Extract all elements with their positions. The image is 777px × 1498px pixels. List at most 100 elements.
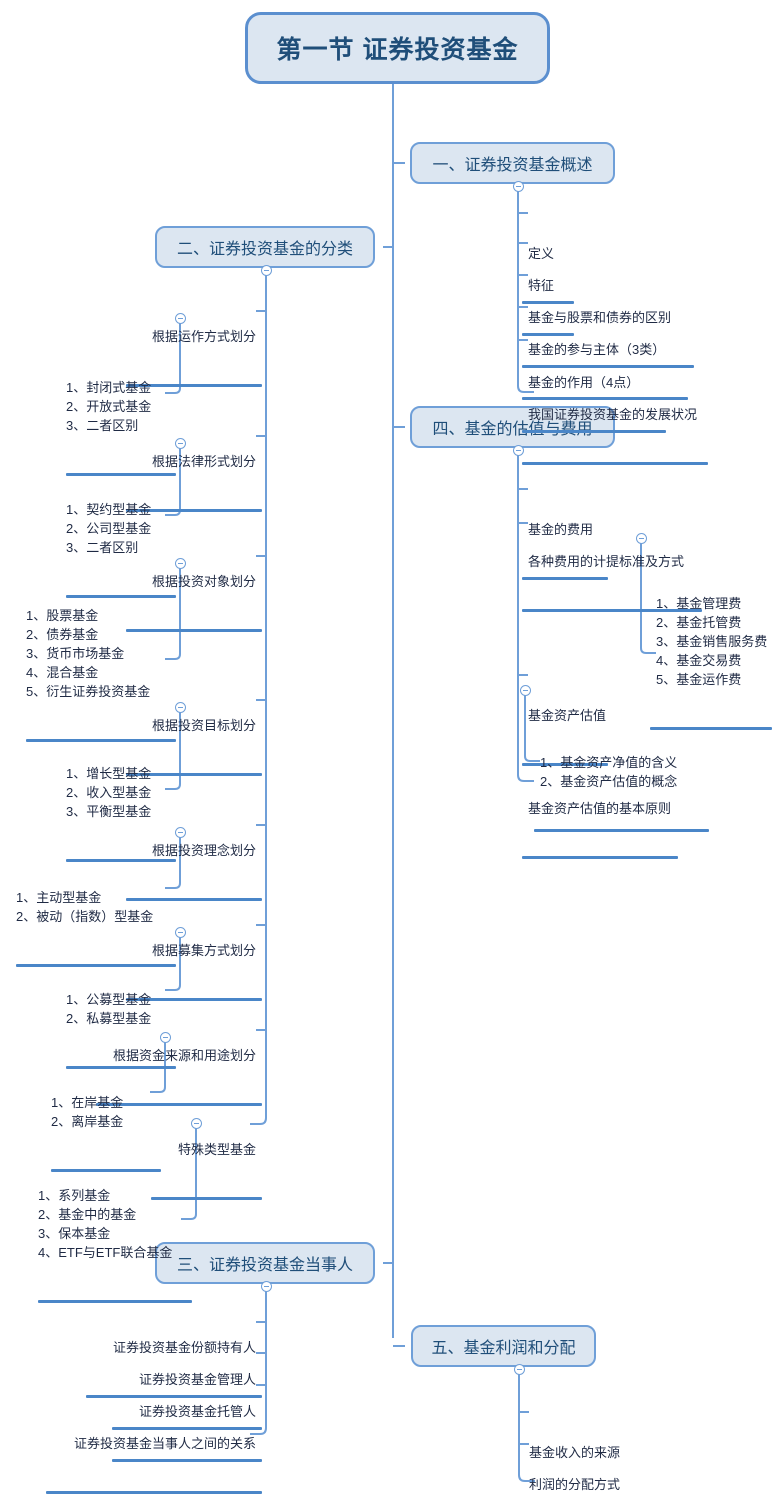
topic[interactable]: 各种费用的计提标准及方式	[522, 514, 713, 650]
topic-text: 基金收入的来源	[529, 1445, 621, 1460]
topic-text: 1、在岸基金 2、离岸基金	[51, 1095, 124, 1129]
topic[interactable]: 基金收入的来源	[529, 1405, 639, 1498]
topic-underline	[38, 1300, 192, 1303]
collapse-toggle-branch-4[interactable]	[513, 445, 524, 456]
topic-text: 证券投资基金托管人	[138, 1404, 256, 1419]
topic-leaf-group[interactable]: 1、基金资产净值的含义 2、基金资产估值的概念	[534, 715, 710, 870]
topic-text: 1、公募型基金 2、私募型基金	[66, 992, 152, 1026]
topic[interactable]: 根据投资目标划分	[126, 678, 262, 814]
topic[interactable]: 证券投资基金托管人	[112, 1364, 262, 1498]
topic[interactable]: 基金的费用	[522, 482, 618, 618]
topic-underline	[26, 739, 176, 742]
topic-text: 1、基金资产净值的含义 2、基金资产估值的概念	[540, 755, 678, 789]
branch-node-4[interactable]: 四、基金的估值与费用	[410, 406, 615, 448]
topic[interactable]: 根据募集方式划分	[126, 903, 262, 1039]
topic-text: 特征	[528, 278, 555, 293]
topic[interactable]: 特殊类型基金	[151, 1102, 262, 1238]
branch-node-1[interactable]: 一、证券投资基金概述	[410, 142, 615, 184]
topic[interactable]: 定义	[522, 206, 588, 342]
topic-underline	[16, 964, 176, 967]
topic-underline	[522, 856, 678, 859]
topic-text: 证券投资基金份额持有人	[112, 1340, 256, 1355]
topic-leaf-group[interactable]: 1、封闭式基金 2、开放式基金 3、二者区别	[66, 340, 176, 514]
collapse-toggle-sub-8[interactable]	[191, 1118, 202, 1129]
branch-node-3[interactable]: 三、证券投资基金当事人	[155, 1242, 375, 1284]
topic-leaf-group[interactable]: 1、在岸基金 2、离岸基金	[51, 1055, 161, 1210]
branch-label: 五、基金利润和分配	[431, 1340, 576, 1357]
topic-underline	[522, 301, 574, 304]
topic[interactable]: 根据投资对象划分	[126, 534, 262, 670]
topic-text: 根据投资理念划分	[151, 843, 256, 858]
collapse-toggle-sub-4[interactable]	[175, 702, 186, 713]
topic[interactable]: 特征	[522, 238, 588, 374]
topic-text: 1、股票基金 2、债券基金 3、货币市场基金 4、混合基金 5、衍生证券投资基金	[26, 608, 151, 699]
collapse-toggle-sub-7[interactable]	[160, 1032, 171, 1043]
topic-leaf-group[interactable]: 1、公募型基金 2、私募型基金	[66, 952, 176, 1107]
topic-underline	[151, 1197, 262, 1200]
topic[interactable]: 证券投资基金份额持有人	[86, 1300, 262, 1436]
branch-label: 三、证券投资基金当事人	[176, 1257, 353, 1274]
collapse-toggle-branch-5[interactable]	[514, 1364, 525, 1375]
topic-underline	[522, 609, 702, 612]
topic-underline	[112, 1459, 262, 1462]
collapse-toggle-branch-3[interactable]	[261, 1281, 272, 1292]
topic-text: 根据运作方式划分	[151, 329, 256, 344]
collapse-toggle-sub-6[interactable]	[175, 927, 186, 938]
topic-underline	[650, 727, 772, 730]
collapse-toggle-branch-1[interactable]	[513, 181, 524, 192]
topic-underline	[126, 773, 262, 776]
topic-underline	[522, 462, 708, 465]
topic-text: 1、系列基金 2、基金中的基金 3、保本基金 4、ETF与ETF联合基金	[38, 1188, 173, 1260]
topic[interactable]: 利润的分配方式	[529, 1437, 639, 1498]
topic-underline	[66, 859, 176, 862]
topic[interactable]: 基金的参与主体（3类）	[522, 302, 700, 438]
topic[interactable]: 不同类型的基金的风险	[529, 1469, 669, 1498]
topic-text: 根据募集方式划分	[151, 943, 256, 958]
collapse-toggle-fee-list[interactable]	[636, 533, 647, 544]
topic-text: 证券投资基金管理人	[138, 1372, 256, 1387]
topic[interactable]: 基金的作用（4点）	[522, 335, 678, 471]
topic[interactable]: 根据资金来源和用途划分	[96, 1008, 262, 1144]
topic-underline	[96, 1103, 262, 1106]
topic-text: 1、增长型基金 2、收入型基金 3、平衡型基金	[66, 766, 152, 819]
topic-leaf-group[interactable]: 1、增长型基金 2、收入型基金 3、平衡型基金	[66, 726, 176, 900]
topic-underline	[126, 998, 262, 1001]
topic[interactable]: 根据投资理念划分	[126, 803, 262, 939]
collapse-toggle-sub-5[interactable]	[175, 827, 186, 838]
topic[interactable]: 基金资产估值的基本原则	[522, 761, 688, 897]
topic-text: 特殊类型基金	[177, 1142, 256, 1157]
collapse-toggle-valuation-list[interactable]	[520, 685, 531, 696]
collapse-toggle-sub-3[interactable]	[175, 558, 186, 569]
topic-underline	[534, 829, 709, 832]
topic[interactable]: 基金与股票和债券的区别	[522, 270, 708, 406]
topic-underline	[86, 1395, 262, 1398]
branch-node-2[interactable]: 二、证券投资基金的分类	[155, 226, 375, 268]
topic[interactable]: 根据法律形式划分	[126, 414, 262, 550]
collapse-toggle-branch-2[interactable]	[261, 265, 272, 276]
topic-leaf-group[interactable]: 1、主动型基金 2、被动（指数）型基金	[16, 850, 176, 1005]
branch-label: 一、证券投资基金概述	[432, 157, 593, 174]
topic[interactable]: 证券投资基金当事人之间的关系	[46, 1396, 262, 1498]
topic[interactable]: 根据运作方式划分	[126, 289, 262, 425]
topic-text: 基金资产估值的基本原则	[528, 801, 672, 816]
root-label: 第一节 证券投资基金	[276, 36, 519, 64]
topic-underline	[522, 763, 608, 766]
root-node[interactable]: 第一节 证券投资基金	[245, 12, 550, 84]
topic-underline	[46, 1491, 262, 1494]
topic-leaf-group[interactable]: 1、系列基金 2、基金中的基金 3、保本基金 4、ETF与ETF联合基金	[38, 1148, 192, 1341]
topic-underline	[522, 577, 608, 580]
topic-leaf-group[interactable]: 1、基金管理费 2、基金托管费 3、基金销售服务费 4、基金交易费 5、基金运作…	[650, 556, 776, 768]
topic-underline	[126, 509, 262, 512]
topic-leaf-group[interactable]: 1、股票基金 2、债券基金 3、货币市场基金 4、混合基金 5、衍生证券投资基金	[26, 568, 176, 780]
topic-leaf-group[interactable]: 1、契约型基金 2、公司型基金 3、二者区别	[66, 462, 176, 636]
topic[interactable]: 基金资产估值	[522, 668, 618, 804]
topic-text: 根据法律形式划分	[151, 454, 256, 469]
topic-text: 基金的参与主体（3类）	[528, 342, 666, 357]
collapse-toggle-sub-2[interactable]	[175, 438, 186, 449]
topic-underline	[522, 365, 694, 368]
topic[interactable]: 我国证券投资基金的发展状况	[522, 367, 720, 503]
topic-underline	[126, 898, 262, 901]
collapse-toggle-sub-1[interactable]	[175, 313, 186, 324]
topic[interactable]: 证券投资基金管理人	[112, 1332, 262, 1468]
branch-node-5[interactable]: 五、基金利润和分配	[411, 1325, 596, 1367]
